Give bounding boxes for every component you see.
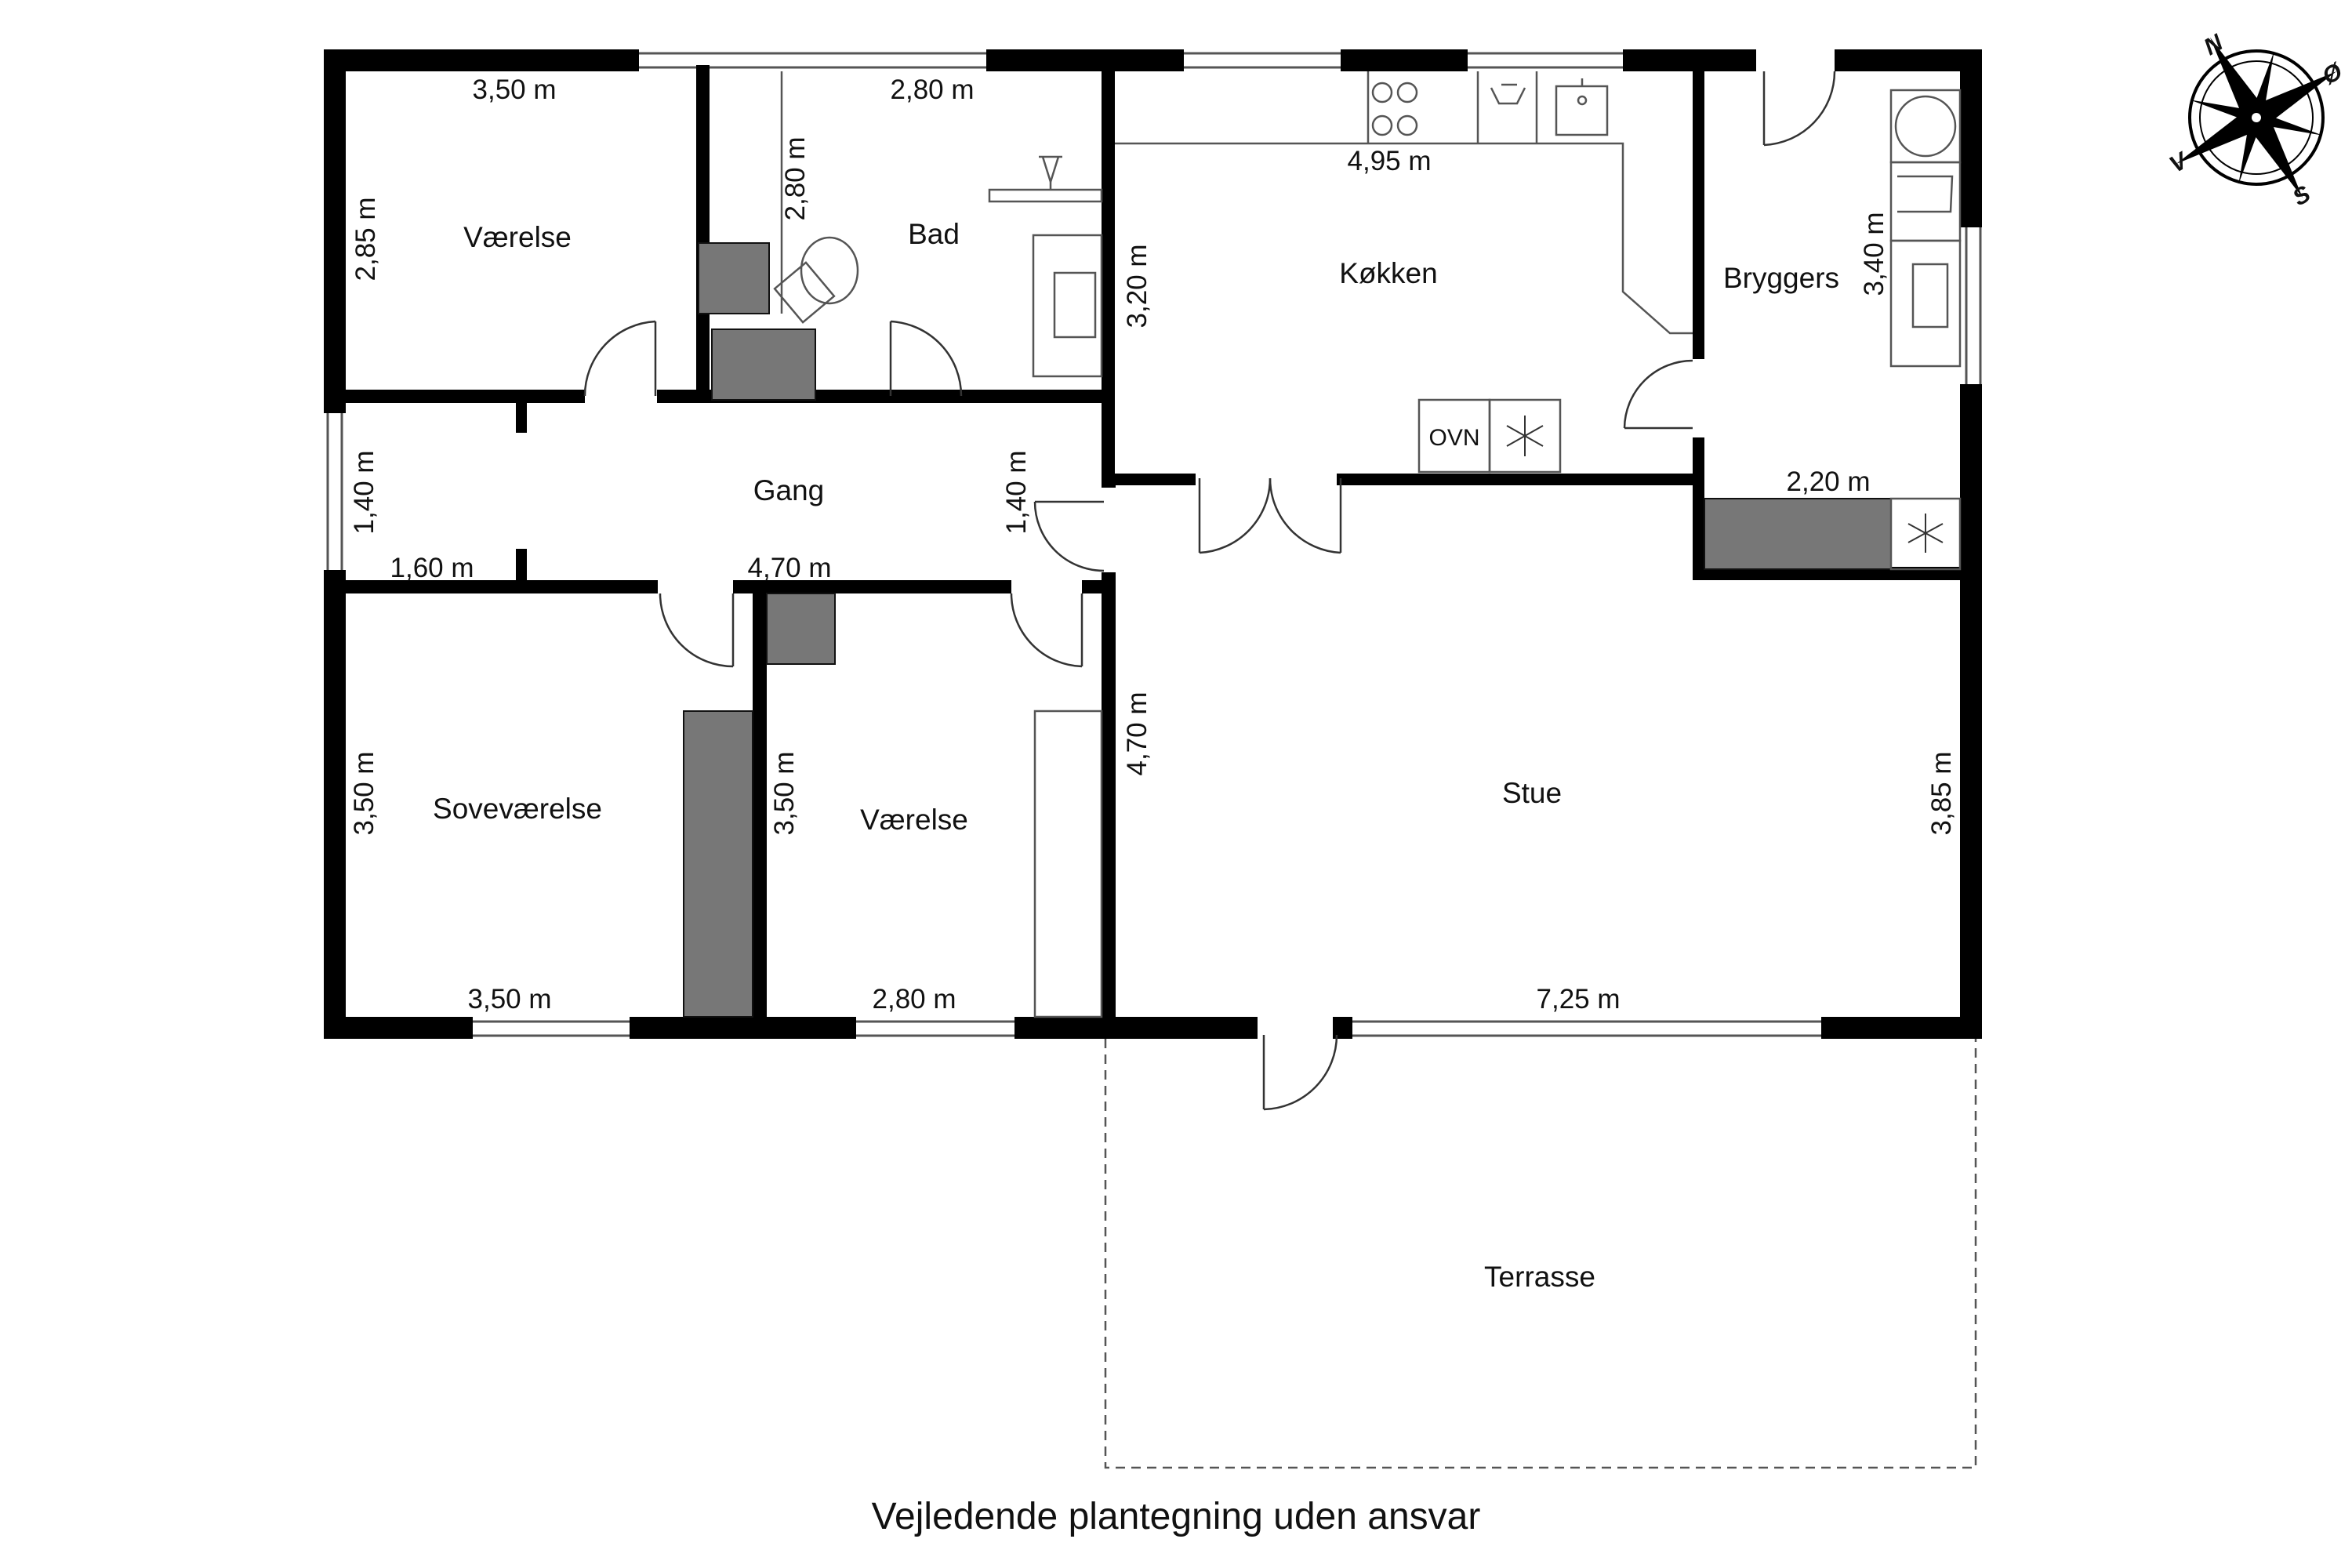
- kitchen-counter-bryggers: [1704, 498, 1892, 570]
- compass-east: Ø: [2318, 58, 2348, 90]
- dishwasher-icon: [1490, 83, 1526, 105]
- fixture-outlines: [773, 71, 1977, 1469]
- snowflake-icon: [1506, 416, 1944, 553]
- toilet-icon: [773, 236, 859, 324]
- chimney-block-gang: [766, 593, 836, 665]
- compass-south: S: [2288, 181, 2315, 212]
- dim-gang-width-left: 1,60 m: [390, 553, 474, 583]
- dimension-labels: 3,50 m 2,80 m 4,95 m 2,20 m 1,60 m 4,70 …: [349, 74, 1957, 1014]
- room-label-vaerelse-1: Værelse: [463, 221, 572, 253]
- dim-bad-width: 2,80 m: [891, 74, 975, 105]
- kitchen-sink-icon: [1555, 78, 1609, 136]
- dim-stue-depth-right: 3,85 m: [1926, 752, 1957, 836]
- dim-gang-depth-right: 1,40 m: [1001, 451, 1032, 535]
- dim-gang-width-main: 4,70 m: [748, 553, 832, 583]
- bryggers-sink-icon: [1911, 263, 1949, 328]
- fridge-unit: [1488, 398, 1562, 474]
- plan-caption: Vejledende plantegning uden ansvar: [872, 1496, 1481, 1537]
- dim-vaerelse-1-width: 3,50 m: [473, 74, 557, 105]
- dim-koekken-depth: 3,20 m: [1122, 245, 1152, 328]
- window-outlines: [326, 52, 1982, 1037]
- room-label-stue: Stue: [1502, 777, 1562, 809]
- oven-label: OVN: [1428, 425, 1479, 451]
- room-label-sovevaerelse: Soveværelse: [433, 793, 602, 825]
- shower-icon: [1039, 155, 1062, 190]
- dim-bryggers-depth: 3,40 m: [1859, 212, 1889, 296]
- chimney-block-upper: [698, 242, 770, 314]
- washer-icon: [1894, 95, 1957, 158]
- dim-bryggers-width: 2,20 m: [1787, 466, 1871, 497]
- room-label-gang: Gang: [753, 474, 825, 506]
- terrasse-outline: [1104, 1039, 1977, 1469]
- dim-sovevaerelse-width: 3,50 m: [468, 984, 552, 1014]
- dim-koekken-width: 4,95 m: [1348, 146, 1432, 176]
- compass-rose-icon: N Ø S V: [2165, 29, 2348, 212]
- fixtures: [683, 242, 1892, 1018]
- compass-west: V: [2165, 147, 2194, 178]
- dim-sovevaerelse-depth: 3,50 m: [349, 752, 379, 836]
- dim-stue-width: 7,25 m: [1537, 984, 1621, 1014]
- room-labels: Værelse Bad Køkken Bryggers Gang Sovevær…: [433, 218, 1839, 1293]
- chimney-block-lower: [711, 328, 816, 401]
- dim-vaerelse-1-depth: 2,85 m: [350, 198, 381, 281]
- room-label-terrasse: Terrasse: [1484, 1261, 1595, 1293]
- room-label-vaerelse-2: Værelse: [860, 804, 968, 836]
- room-label-koekken: Køkken: [1339, 257, 1437, 289]
- bad-shelf: [988, 188, 1103, 203]
- dim-gang-depth-left: 1,40 m: [349, 451, 379, 535]
- doors: [583, 71, 1836, 1111]
- room-label-bryggers: Bryggers: [1723, 262, 1839, 294]
- room-label-bad: Bad: [908, 218, 960, 250]
- wardrobe-soveværelse: [683, 710, 753, 1018]
- dim-vaerelse-2-depth: 3,50 m: [769, 752, 800, 836]
- hob-icon: [1371, 82, 1418, 136]
- dim-stue-depth-left: 4,70 m: [1122, 692, 1152, 776]
- dim-bad-depth: 2,80 m: [780, 137, 811, 221]
- dim-vaerelse-2-width: 2,80 m: [873, 984, 956, 1014]
